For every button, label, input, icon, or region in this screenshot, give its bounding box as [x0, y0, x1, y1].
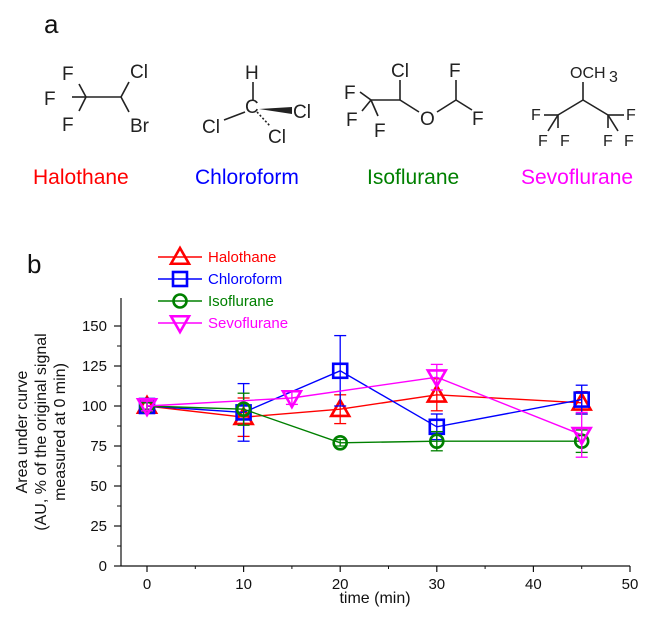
legend-label: Chloroform [208, 271, 282, 288]
chloroform-atom: H [245, 63, 259, 84]
sevoflurane-atom: F [560, 133, 570, 150]
x-tick-label: 40 [525, 576, 542, 593]
data-point [331, 362, 349, 380]
y-axis-label-line: Area under curve [14, 371, 31, 494]
halothane-atom: Br [130, 116, 150, 137]
x-axis-label: time (min) [339, 590, 410, 607]
legend-marker [168, 245, 192, 266]
isoflurane-atom: F [344, 83, 356, 104]
y-tick-label: 125 [82, 358, 107, 375]
series-sevoflurane [135, 363, 593, 458]
y-tick-label: 0 [99, 558, 107, 575]
halothane-atom: F [62, 115, 74, 136]
legend-marker [172, 293, 188, 309]
isoflurane-atom: F [449, 61, 461, 82]
halothane-atom: F [62, 64, 74, 85]
sevoflurane-atom: F [626, 107, 636, 124]
y-tick-label: 50 [90, 478, 107, 495]
isoflurane-structure: Cl F F F O F F [344, 61, 484, 142]
x-tick-label: 30 [428, 576, 445, 593]
isoflurane-atom: O [420, 109, 435, 130]
data-point [570, 426, 593, 447]
x-tick-label: 50 [622, 576, 639, 593]
halothane-structure: F F F Cl Br [44, 62, 150, 137]
sevoflurane-atom: OCH [570, 65, 606, 82]
legend-label: Sevoflurane [208, 315, 288, 332]
chloroform-structure: H C Cl Cl Cl [202, 63, 311, 148]
x-tick-label: 10 [235, 576, 252, 593]
chloroform-atom: Cl [268, 127, 286, 148]
chloroform-atom: C [245, 97, 259, 118]
isoflurane-atom: F [472, 109, 484, 130]
halothane-atom: F [44, 89, 56, 110]
compound-name-sevoflurane: Sevoflurane [521, 166, 633, 189]
sevoflurane-atom: F [624, 133, 634, 150]
isoflurane-atom: F [346, 110, 358, 131]
y-axis-label-line: (AU, % of the original signal [33, 333, 50, 530]
x-tick-label: 0 [143, 576, 151, 593]
chloroform-atom: Cl [202, 117, 220, 138]
panel-a-label: a [44, 9, 59, 39]
data-point [235, 401, 252, 418]
y-axis-label: Area under curve (AU, % of the original … [14, 333, 69, 530]
data-point [428, 433, 445, 450]
data-point [425, 369, 449, 389]
series-chloroform [138, 334, 591, 442]
y-tick-label: 150 [82, 318, 107, 335]
y-tick-label: 75 [90, 438, 107, 455]
x-tick-label: 20 [332, 576, 349, 593]
chloroform-atom: Cl [293, 102, 311, 123]
sevoflurane-atom: F [531, 107, 541, 124]
y-axis-label-line: measured at 0 min) [52, 363, 69, 501]
series-line [146, 394, 582, 418]
compound-name-halothane: Halothane [33, 166, 129, 189]
y-tick-label: 100 [82, 398, 107, 415]
sevoflurane-atom: F [603, 133, 613, 150]
compound-name-isoflurane: Isoflurane [367, 166, 459, 189]
legend-marker [168, 314, 192, 335]
y-tick-label: 25 [90, 518, 107, 535]
sevoflurane-structure: OCH 3 F F F F F F [531, 65, 636, 150]
x-axis-ticks: 0 10 20 30 40 50 [143, 566, 639, 593]
panel-b-label: b [27, 249, 41, 279]
compound-name-chloroform: Chloroform [195, 166, 299, 189]
legend-label: Halothane [208, 249, 276, 266]
data-point [332, 434, 349, 451]
data-point [425, 383, 449, 403]
data-point [573, 391, 591, 408]
legend-marker [171, 270, 189, 288]
isoflurane-atom: F [374, 121, 386, 142]
chart-axes [120, 298, 630, 567]
data-point [280, 389, 304, 410]
series-line [146, 376, 582, 436]
y-axis-ticks: 0 25 50 75 100 125 150 [82, 318, 121, 575]
data-point [328, 397, 352, 418]
isoflurane-atom: Cl [391, 61, 409, 82]
plot-area [135, 334, 593, 458]
sevoflurane-atom: F [538, 133, 548, 150]
sevoflurane-atom: 3 [609, 69, 618, 86]
legend-label: Isoflurane [208, 293, 274, 310]
data-point [135, 397, 159, 418]
halothane-atom: Cl [130, 62, 148, 83]
